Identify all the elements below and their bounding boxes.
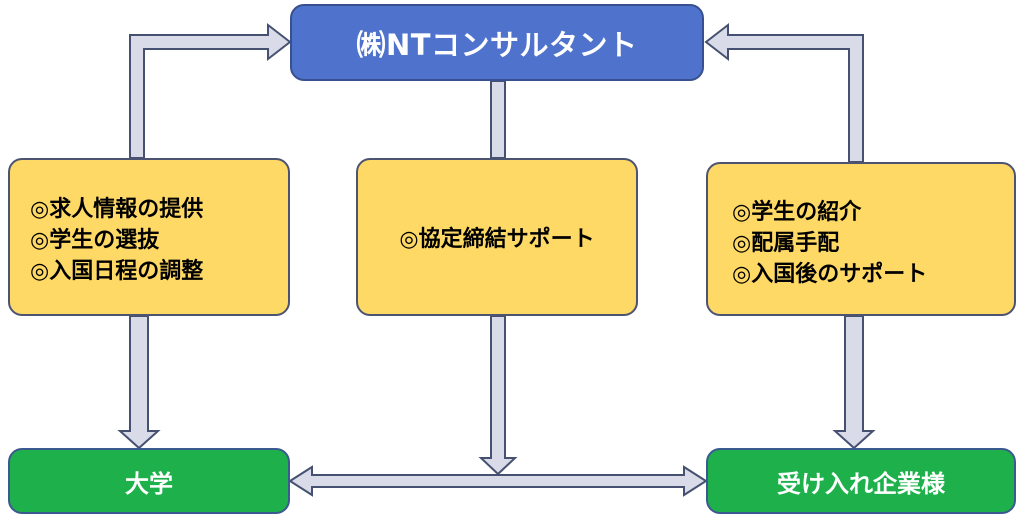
company-support-item: ◎配属手配 bbox=[732, 231, 840, 256]
agreement-support-box: ◎協定締結サポート bbox=[356, 158, 638, 316]
right-up-arrow bbox=[704, 22, 864, 163]
company-label: ㈱NTコンサルタント bbox=[356, 27, 638, 62]
university-support-item: ◎学生の選抜 bbox=[30, 228, 160, 253]
university-label: 大学 bbox=[125, 469, 173, 498]
university-support-item: ◎求人情報の提供 bbox=[30, 197, 204, 222]
receiving-company-box: 受け入れ企業様 bbox=[706, 448, 1016, 514]
university-box: 大学 bbox=[8, 448, 290, 514]
company-support-box: ◎学生の紹介 ◎配属手配 ◎入国後のサポート bbox=[706, 162, 1016, 316]
top-center-connector bbox=[490, 80, 506, 159]
company-support-item: ◎学生の紹介 bbox=[732, 200, 862, 225]
company-support-list: ◎学生の紹介 ◎配属手配 ◎入国後のサポート bbox=[732, 197, 927, 290]
left-down-arrow bbox=[117, 315, 161, 450]
center-down-arrow bbox=[478, 315, 518, 476]
agreement-support-label: ◎協定締結サポート bbox=[399, 227, 595, 252]
receiving-company-label: 受け入れ企業様 bbox=[777, 469, 945, 498]
university-support-item: ◎入国日程の調整 bbox=[30, 259, 204, 284]
company-support-item: ◎入国後のサポート bbox=[732, 262, 928, 287]
university-support-list: ◎求人情報の提供 ◎学生の選抜 ◎入国日程の調整 bbox=[30, 194, 203, 287]
university-support-box: ◎求人情報の提供 ◎学生の選抜 ◎入国日程の調整 bbox=[8, 158, 290, 316]
right-down-arrow bbox=[832, 315, 876, 450]
left-up-arrow bbox=[129, 22, 292, 159]
company-box: ㈱NTコンサルタント bbox=[290, 4, 704, 81]
